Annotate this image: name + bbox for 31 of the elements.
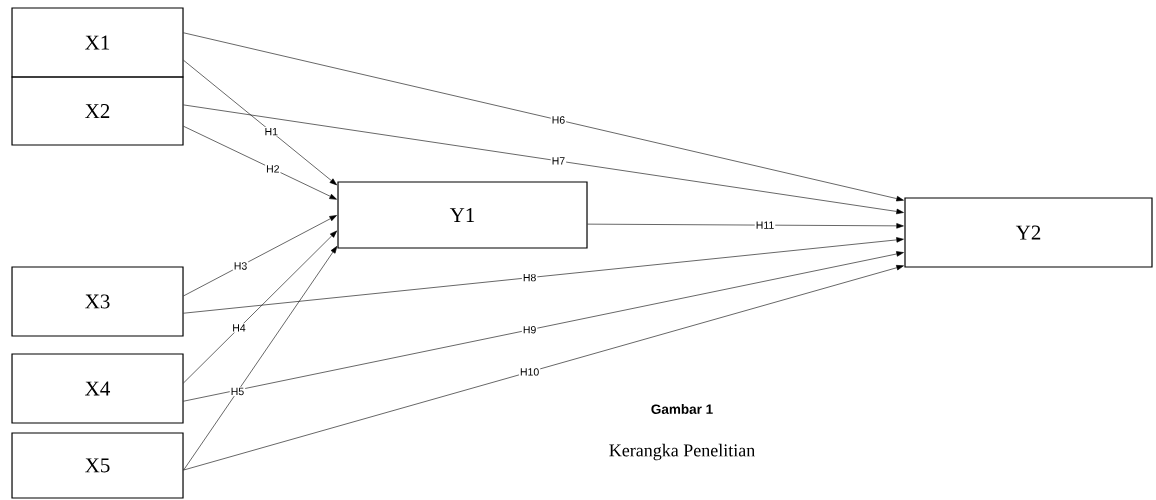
variable-box: X3: [11, 266, 184, 337]
arrow: [183, 215, 337, 297]
arrow: [183, 251, 904, 402]
edge-label: H4: [231, 323, 247, 333]
edge-label: H8: [521, 272, 538, 283]
edge-label: H6: [550, 115, 567, 125]
edge-label: H1: [263, 127, 279, 137]
edge-label: H9: [521, 325, 538, 335]
arrow: [183, 246, 338, 471]
variable-box: Y2: [904, 197, 1153, 268]
arrow: [183, 237, 904, 314]
arrow: [183, 60, 337, 186]
arrow: [587, 223, 904, 229]
arrow: [183, 126, 337, 200]
variable-box: X5: [11, 432, 184, 499]
variable-box: Y1: [337, 181, 588, 249]
caption: Kerangka Penelitian: [609, 443, 755, 461]
variable-box: X2: [11, 76, 184, 146]
edge-label: H5: [229, 386, 246, 397]
edge-label: H10: [518, 367, 541, 377]
variable-box: X4: [11, 353, 184, 424]
edge-label: H2: [265, 164, 281, 174]
figure-title: Gambar 1: [651, 404, 713, 414]
arrow: [183, 104, 904, 215]
edge-label: H7: [550, 156, 567, 166]
arrow: [183, 32, 904, 202]
arrow: [183, 230, 338, 384]
arrow: [183, 265, 904, 471]
edge-label: H11: [754, 220, 776, 230]
edge-label: H3: [232, 261, 249, 271]
variable-box: X1: [11, 7, 184, 78]
